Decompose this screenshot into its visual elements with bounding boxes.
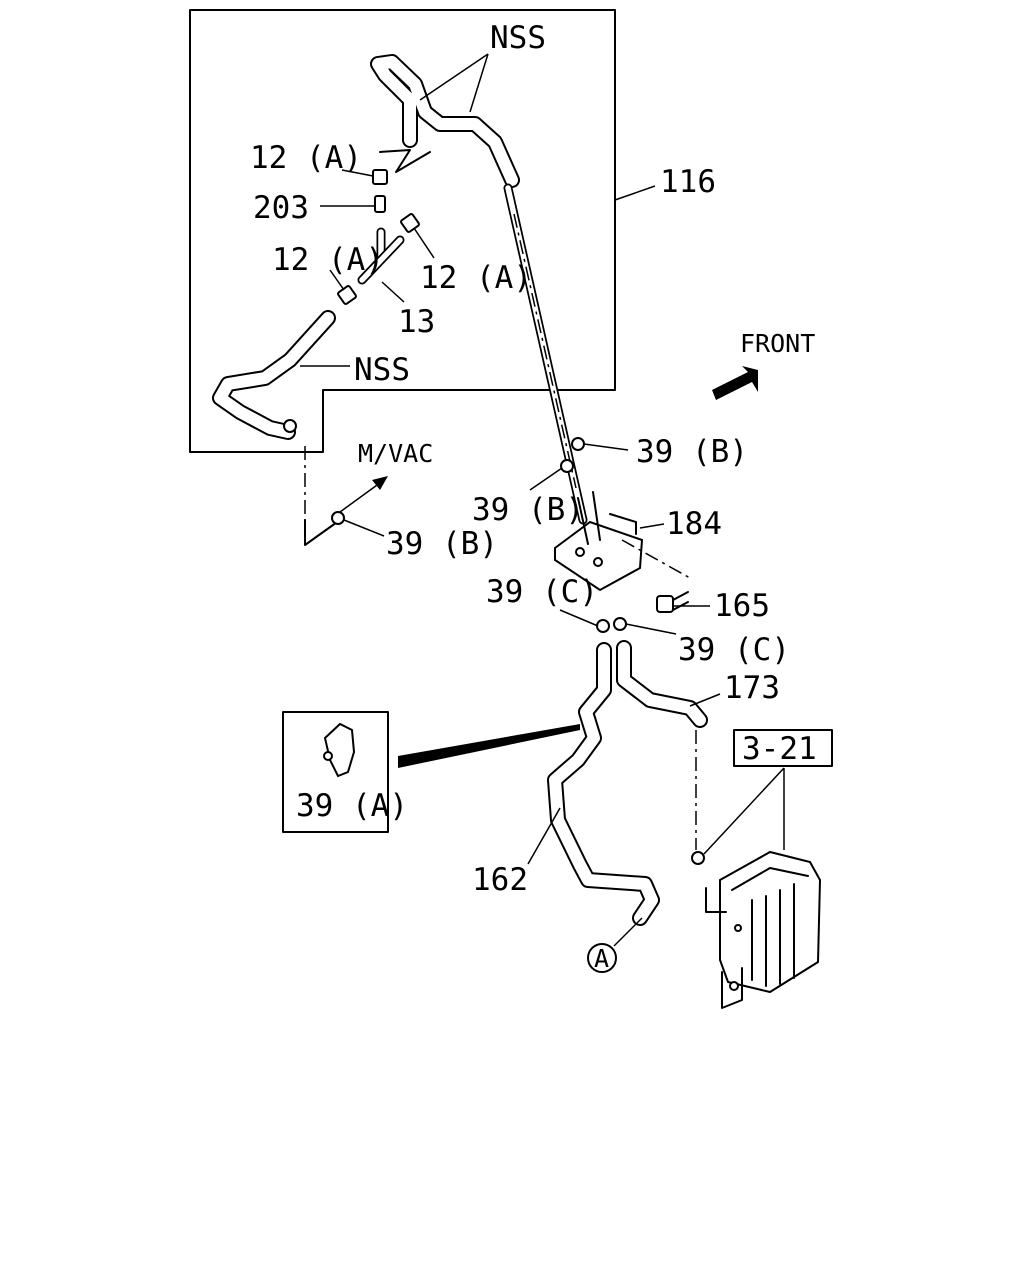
label-39a: 39 (A) [296,788,408,824]
inset-box-39a [282,711,389,833]
leader-12a-2 [329,269,345,291]
hose-173 [616,640,708,728]
mvac-arrowhead [372,476,388,490]
label-nss-mid: NSS [354,352,410,388]
front-arrow-icon [712,366,758,400]
upper-hose-nss [370,54,520,188]
hose-162 [547,642,660,926]
leader-39c-1 [559,609,599,627]
label-front: FRONT [740,329,815,358]
leader-39b-3 [343,519,385,537]
leader-173 [689,693,721,707]
label-165: 165 [714,588,770,624]
mvac-break [304,519,341,546]
clip-39b-lower [560,459,574,473]
pipe-centerline [513,213,577,489]
label-12a-left: 12 (A) [272,242,384,278]
label-173: 173 [724,670,780,706]
leader-12a-1 [341,169,374,177]
label-39b-3: 39 (B) [386,526,498,562]
label-12a-right: 12 (A) [420,260,532,296]
leader-nss-top [419,53,489,113]
label-116: 116 [660,164,716,200]
canister-3-21 [705,850,822,1009]
clip-39b-mvac [331,511,345,525]
leader-13 [381,281,405,303]
label-203: 203 [253,190,309,226]
label-13: 13 [398,304,435,340]
label-39b-1: 39 (B) [636,434,748,470]
label-39c-2: 39 (C) [678,632,790,668]
assembly-frame [189,9,616,453]
inset-pointer [398,724,580,768]
bolt-165 [656,591,689,613]
label-39c-1: 39 (C) [486,574,598,610]
leader-39b-1 [583,443,629,451]
clip-39a-detail [323,722,356,778]
bracket-184 [554,491,644,592]
bolt-leader [621,539,691,579]
callout-a-icon [587,943,617,973]
leader-162 [527,807,561,865]
leader-a [613,917,643,947]
label-ref-3-21: 3-21 [742,731,817,767]
hose-clip [283,419,297,433]
cap-12a-right [400,213,420,233]
leader-12a-3 [413,227,435,259]
leader-39b-2 [529,467,563,491]
leader-184 [639,523,665,529]
break-mark [379,149,431,173]
clip-canister [691,851,705,865]
plug-203 [374,195,386,213]
leader-116 [614,185,656,201]
label-12a-top: 12 (A) [250,140,362,176]
label-marker-a: A [594,944,609,973]
label-162: 162 [472,862,528,898]
cap-12a-top [372,169,388,185]
label-mvac: M/VAC [358,439,433,468]
label-184: 184 [666,506,722,542]
ref-box-3-21 [733,729,833,767]
clip-39c-right [613,617,627,631]
lower-hose-nss [212,310,336,440]
leader-39c-2 [625,623,677,635]
label-39b-2: 39 (B) [472,492,584,528]
leader-3-21 [703,767,785,855]
clip-39b-upper [571,437,585,451]
label-nss-top: NSS [490,20,546,56]
t-joint-13 [357,227,405,285]
clip-39c-left [596,619,610,633]
cap-12a-left [337,285,357,305]
